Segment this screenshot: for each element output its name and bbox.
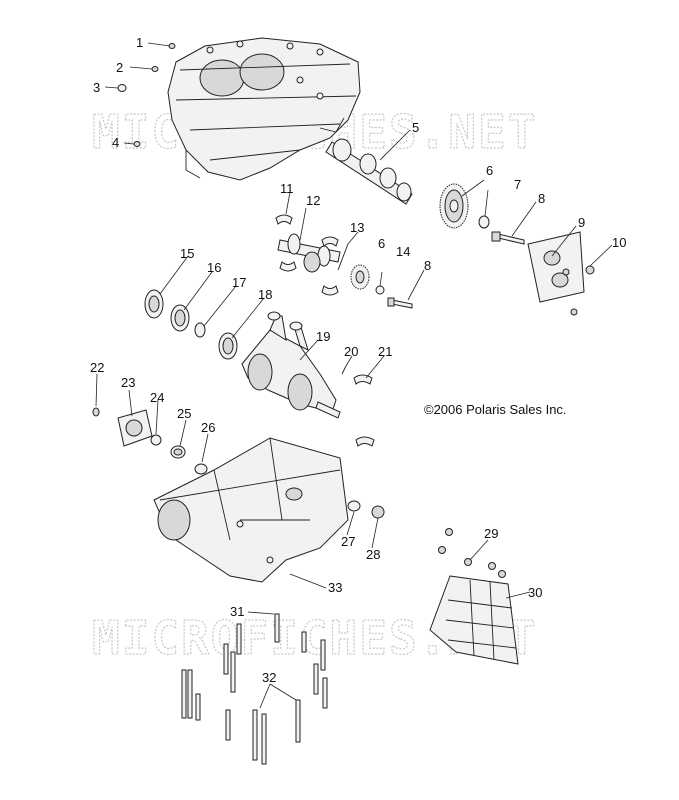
bushing-25 (170, 445, 186, 459)
washer-14 (375, 285, 385, 295)
bolt-8-lower (387, 297, 413, 309)
callout-labels: 1 2 3 4 5 6 7 8 9 10 11 12 13 6 14 8 15 … (90, 35, 626, 685)
leader-lines (95, 42, 613, 709)
cam-gear (439, 183, 469, 229)
callout-15: 15 (180, 246, 194, 261)
bolt-29a (445, 528, 453, 536)
callout-16: 16 (207, 260, 221, 275)
plug-2 (151, 66, 159, 72)
callout-21: 21 (378, 344, 392, 359)
callout-32: 32 (262, 670, 276, 685)
bolt-set (181, 613, 328, 765)
copyright-text: ©2006 Polaris Sales Inc. (424, 402, 567, 417)
callout-14: 14 (396, 244, 410, 259)
callout-5: 5 (412, 120, 419, 135)
callout-1: 1 (136, 35, 143, 50)
oil-pump (117, 409, 153, 447)
bolt-29c (464, 558, 472, 566)
oil-screen (429, 575, 519, 665)
callout-31: 31 (230, 604, 244, 619)
seal-15 (144, 289, 164, 319)
callout-8b: 8 (424, 258, 431, 273)
bolt-22 (92, 407, 100, 417)
callout-26: 26 (201, 420, 215, 435)
callout-2: 2 (116, 60, 123, 75)
bolt-29e (498, 570, 506, 578)
bearing-11c (279, 261, 297, 272)
bearing-18 (218, 332, 238, 360)
bolt-29b (438, 546, 446, 554)
callout-23: 23 (121, 375, 135, 390)
plug-28 (371, 505, 385, 519)
callout-22: 22 (90, 360, 104, 375)
callout-27: 27 (341, 534, 355, 549)
callout-29: 29 (484, 526, 498, 541)
washer-7 (478, 215, 490, 229)
callout-11: 11 (280, 181, 294, 196)
o-ring-27 (347, 500, 361, 512)
callout-12: 12 (306, 193, 320, 208)
callout-6b: 6 (378, 236, 385, 251)
pin-13 (337, 243, 349, 271)
plug-4 (133, 141, 141, 147)
o-ring-17 (194, 322, 206, 338)
camshaft (325, 138, 413, 205)
upper-crankcase (167, 37, 361, 181)
gear-6-lower (350, 264, 370, 290)
fastener-10c (562, 268, 570, 276)
callout-24: 24 (150, 390, 164, 405)
seal-3 (117, 84, 127, 92)
callout-6: 6 (486, 163, 493, 178)
bolt-29d (488, 562, 496, 570)
callout-20: 20 (344, 344, 358, 359)
callout-8: 8 (538, 191, 545, 206)
bearing-11b (321, 236, 339, 247)
callout-30: 30 (528, 585, 542, 600)
bolt-8-upper (491, 231, 525, 245)
callout-17: 17 (232, 275, 246, 290)
bearing-11 (275, 214, 293, 225)
bearing-16 (170, 304, 190, 332)
bearing-21a (353, 374, 373, 385)
callout-4: 4 (112, 135, 119, 150)
fastener-10 (585, 265, 595, 275)
callout-25: 25 (177, 406, 191, 421)
callout-28: 28 (366, 547, 380, 562)
crankshaft (241, 311, 341, 419)
o-ring-24 (150, 434, 162, 446)
callout-3: 3 (93, 80, 100, 95)
callout-18: 18 (258, 287, 272, 302)
pin-20 (341, 365, 347, 375)
callout-33: 33 (328, 580, 342, 595)
fastener-10b (570, 308, 578, 316)
callout-9: 9 (578, 215, 585, 230)
balance-shaft (277, 233, 341, 273)
bearing-11d (321, 285, 339, 296)
callout-10: 10 (612, 235, 626, 250)
callout-7: 7 (514, 177, 521, 192)
gasket-plate (527, 231, 585, 303)
callout-13: 13 (350, 220, 364, 235)
lower-crankcase (153, 437, 349, 583)
bearing-21b (355, 436, 375, 447)
o-ring-26 (194, 463, 208, 475)
callout-19: 19 (316, 329, 330, 344)
